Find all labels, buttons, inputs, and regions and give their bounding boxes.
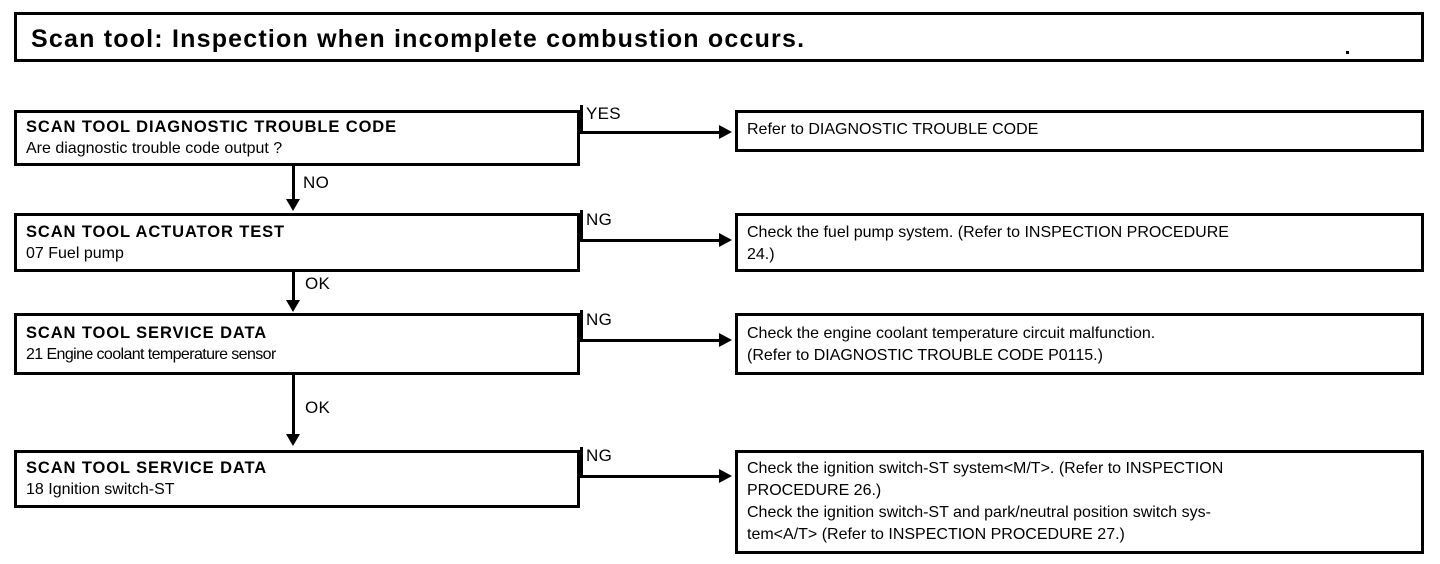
ng-branch-line-4 bbox=[580, 475, 722, 478]
no-connector-arrowhead bbox=[286, 199, 300, 211]
title-speck bbox=[1346, 51, 1349, 54]
step-heading: SCAN TOOL DIAGNOSTIC TROUBLE CODE bbox=[26, 118, 398, 136]
ng-branch-arrowhead-3 bbox=[719, 333, 732, 347]
step-detail: Are diagnostic trouble code output ? bbox=[26, 140, 283, 157]
outcome-box-coolant-temp[interactable]: Check the engine coolant temperature cir… bbox=[735, 313, 1424, 375]
page-title: Scan tool: Inspection when incomplete co… bbox=[31, 25, 806, 53]
ng-branch-arrowhead-4 bbox=[719, 469, 732, 483]
step-box-service-data-ect[interactable]: SCAN TOOL SERVICE DATA 21 Engine coolant… bbox=[14, 313, 580, 375]
ok-connector-arrowhead-2 bbox=[286, 300, 300, 312]
ng-branch-line-3 bbox=[580, 339, 722, 342]
outcome-line: Check the engine coolant temperature cir… bbox=[747, 325, 1156, 342]
step-box-dtc[interactable]: SCAN TOOL DIAGNOSTIC TROUBLE CODE Are di… bbox=[14, 110, 580, 166]
step-heading: SCAN TOOL ACTUATOR TEST bbox=[26, 223, 286, 241]
connector-label-yes: YES bbox=[586, 104, 621, 123]
yes-branch-stub bbox=[580, 105, 583, 134]
step-box-actuator-test[interactable]: SCAN TOOL ACTUATOR TEST 07 Fuel pump bbox=[14, 213, 580, 272]
outcome-line: Check the fuel pump system. (Refer to IN… bbox=[747, 224, 1229, 241]
outcome-box-ignition-switch[interactable]: Check the ignition switch-ST system<M/T>… bbox=[735, 450, 1424, 554]
outcome-line: (Refer to DIAGNOSTIC TROUBLE CODE P0115.… bbox=[747, 347, 1103, 364]
step-heading: SCAN TOOL SERVICE DATA bbox=[26, 459, 268, 477]
outcome-line: tem<A/T> (Refer to INSPECTION PROCEDURE … bbox=[747, 526, 1125, 543]
step-detail: 18 Ignition switch-ST bbox=[26, 481, 175, 498]
ng-branch-stub-4 bbox=[580, 447, 583, 478]
title-banner: Scan tool: Inspection when incomplete co… bbox=[14, 12, 1424, 62]
ok-connector-line-2 bbox=[292, 272, 295, 304]
step-box-service-data-ign[interactable]: SCAN TOOL SERVICE DATA 18 Ignition switc… bbox=[14, 450, 580, 508]
ok-connector-line-3 bbox=[292, 375, 295, 437]
no-connector-line bbox=[292, 166, 295, 202]
yes-branch-arrowhead bbox=[719, 125, 732, 139]
yes-branch-line bbox=[580, 131, 722, 134]
connector-label-ng-3: NG bbox=[586, 310, 613, 329]
step-heading: SCAN TOOL SERVICE DATA bbox=[26, 324, 268, 342]
connector-label-ng-4: NG bbox=[586, 446, 613, 465]
outcome-box-fuel-pump[interactable]: Check the fuel pump system. (Refer to IN… bbox=[735, 213, 1424, 272]
ng-branch-stub-2 bbox=[580, 210, 583, 242]
connector-label-no: NO bbox=[303, 173, 330, 192]
connector-label-ok-3: OK bbox=[305, 398, 331, 417]
outcome-line: 24.) bbox=[747, 246, 775, 263]
outcome-box-refer-dtc[interactable]: Refer to DIAGNOSTIC TROUBLE CODE bbox=[735, 110, 1424, 152]
ng-branch-stub-3 bbox=[580, 310, 583, 342]
step-detail: 21 Engine coolant temperature sensor bbox=[26, 346, 276, 363]
outcome-line: Refer to DIAGNOSTIC TROUBLE CODE bbox=[747, 121, 1039, 138]
ng-branch-line-2 bbox=[580, 239, 722, 242]
ng-branch-arrowhead-2 bbox=[719, 233, 732, 247]
outcome-line: PROCEDURE 26.) bbox=[747, 482, 882, 499]
ok-connector-arrowhead-3 bbox=[286, 434, 300, 446]
outcome-line: Check the ignition switch-ST and park/ne… bbox=[747, 504, 1211, 521]
connector-label-ng-2: NG bbox=[586, 210, 613, 229]
step-detail: 07 Fuel pump bbox=[26, 245, 124, 262]
connector-label-ok-2: OK bbox=[305, 274, 331, 293]
outcome-line: Check the ignition switch-ST system<M/T>… bbox=[747, 460, 1224, 477]
